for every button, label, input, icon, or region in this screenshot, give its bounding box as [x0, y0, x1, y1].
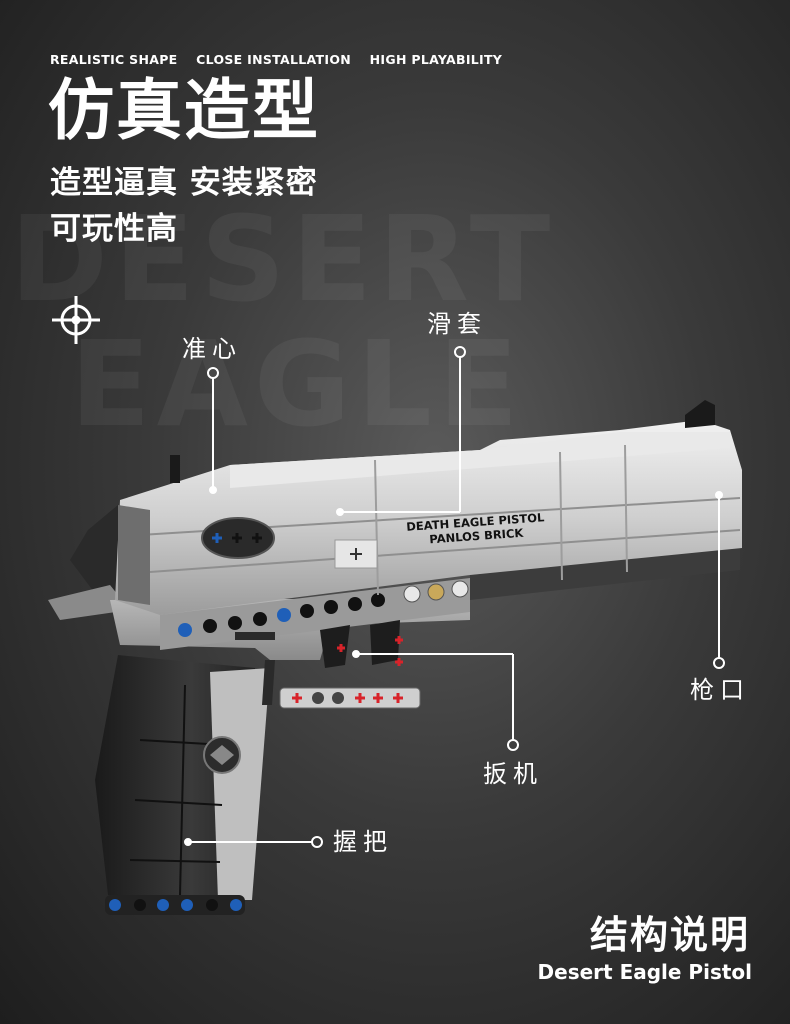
page-title: 仿真造型 — [48, 72, 320, 149]
subtitle-line-1: 造型逼真 安装紧密 — [50, 165, 318, 201]
front-studs — [403, 580, 469, 603]
callout-slide: 滑套 — [427, 310, 487, 338]
tagline-row: REALISTIC SHAPE CLOSE INSTALLATION HIGH … — [50, 52, 516, 67]
watermark-eagle: EAGLE — [70, 315, 525, 453]
rear-emblem — [201, 517, 275, 559]
callout-grip: 握把 — [333, 828, 393, 856]
slide — [115, 400, 742, 615]
callout-sight: 准心 — [182, 335, 242, 363]
frame — [110, 578, 470, 660]
footer-title-en: Desert Eagle Pistol — [537, 960, 752, 984]
tagline-high-playability: HIGH PLAYABILITY — [369, 52, 503, 67]
frame-holes — [178, 593, 385, 637]
barrel-underside — [470, 545, 740, 600]
crosshair-icon — [52, 296, 100, 344]
callout-trigger: 扳机 — [483, 760, 543, 788]
grip — [95, 655, 270, 915]
trigger-assembly — [262, 620, 421, 709]
subtitle-line-2: 可玩性高 — [50, 211, 178, 247]
grip-base-studs — [109, 899, 242, 911]
callout-lines — [184, 346, 725, 848]
watermark-desert: DESERT — [10, 190, 557, 328]
tagline-close-installation: CLOSE INSTALLATION — [196, 52, 352, 67]
tagline-realistic-shape: REALISTIC SHAPE — [50, 52, 178, 67]
callout-muzzle: 枪口 — [690, 676, 750, 704]
footer-title-cn: 结构说明 — [589, 913, 750, 957]
